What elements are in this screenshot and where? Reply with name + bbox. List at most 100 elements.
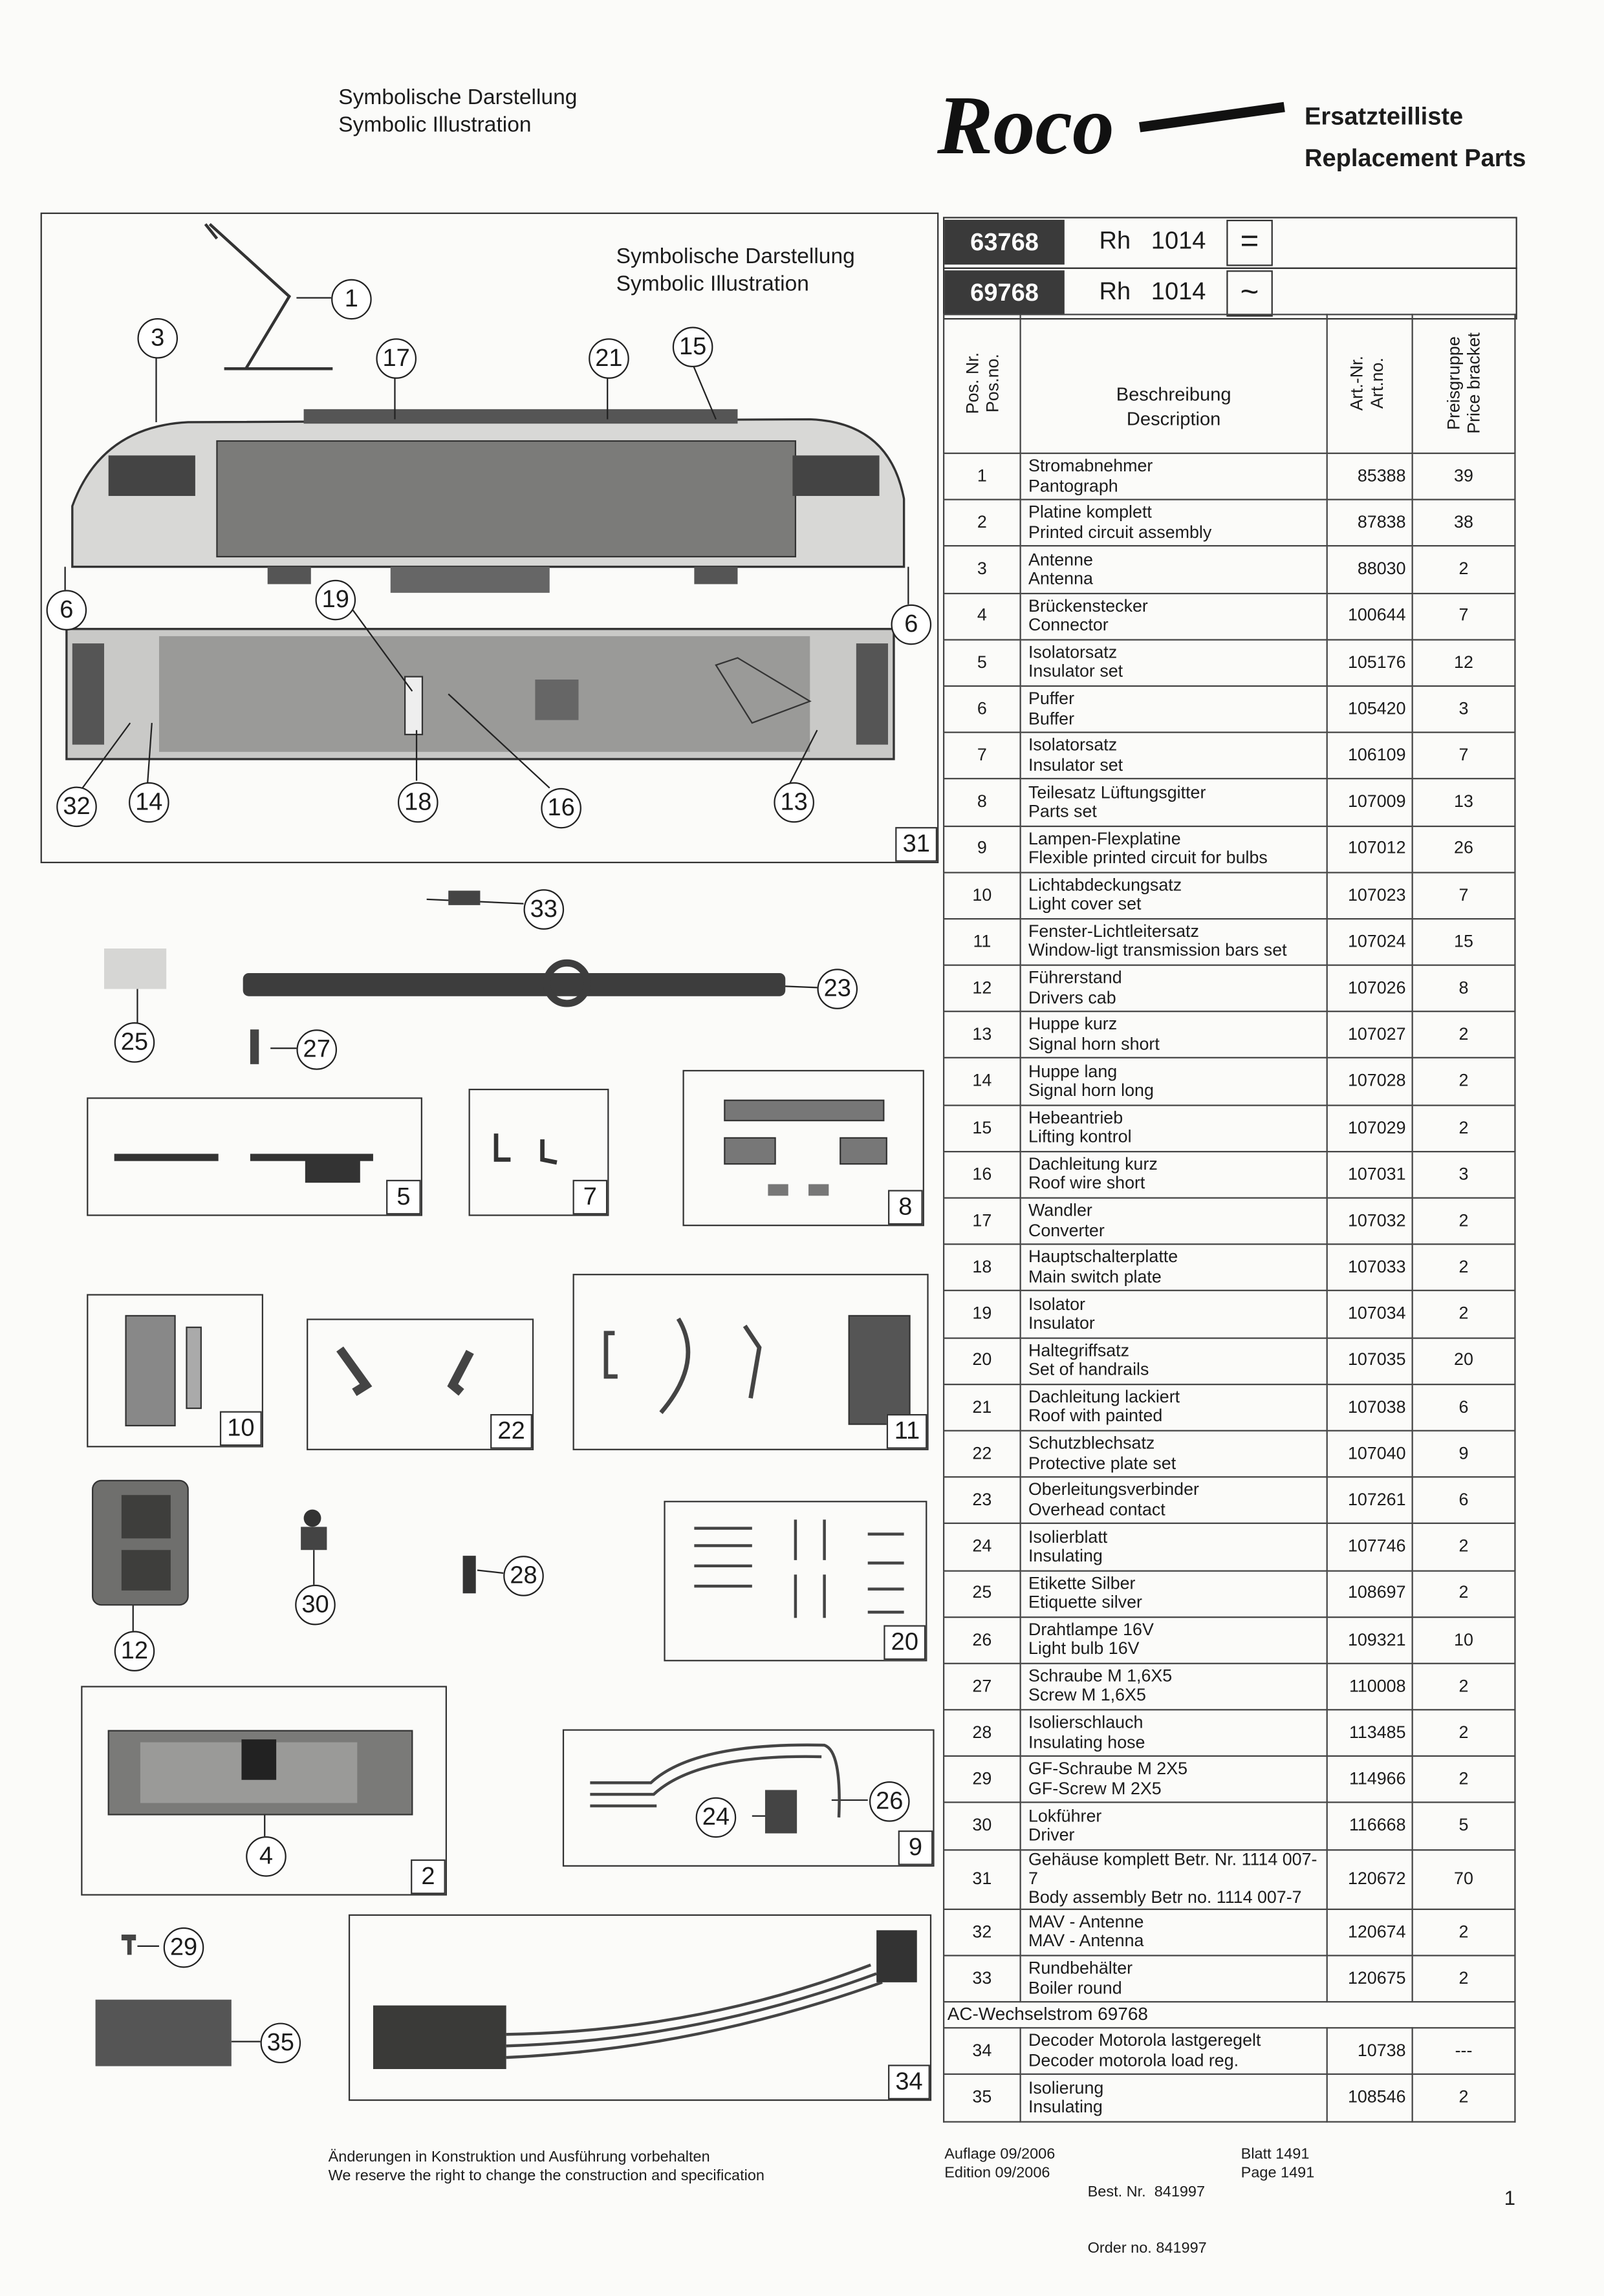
- part-description-de: Wandler: [1028, 1200, 1092, 1221]
- list-title-de: Ersatzteilliste: [1305, 102, 1464, 131]
- callout-30: 30: [295, 1584, 336, 1625]
- part-article-number: 100644: [1326, 592, 1413, 641]
- part-price-bracket: 7: [1411, 871, 1516, 919]
- part-article-number: 110008: [1326, 1662, 1413, 1711]
- list-title-en: Replacement Parts: [1305, 144, 1526, 173]
- part-price-bracket: 7: [1411, 592, 1516, 641]
- header-pos-en: Pos.no.: [982, 354, 1002, 413]
- figure-box-10: 10: [87, 1294, 263, 1448]
- part-pos: 26: [943, 1616, 1021, 1664]
- footer-page-de: Blatt 1491: [1241, 2145, 1310, 2163]
- part-article-number: 120675: [1326, 1955, 1413, 2003]
- part-description-en: Converter: [1028, 1219, 1105, 1240]
- part-pos: 20: [943, 1336, 1021, 1385]
- part-article-number: 106109: [1326, 731, 1413, 780]
- part-pos: 4: [943, 592, 1021, 641]
- part-article-number: 88030: [1326, 545, 1413, 594]
- part-price-bracket: 2: [1411, 1662, 1516, 1711]
- part-price-bracket: 2: [1411, 545, 1516, 594]
- part-description-en: Signal horn short: [1028, 1033, 1160, 1054]
- callout-16: 16: [541, 788, 581, 829]
- part-article-number: 120674: [1326, 1908, 1413, 1957]
- part-price-bracket: 8: [1411, 964, 1516, 1013]
- part-price-bracket: 6: [1411, 1383, 1516, 1432]
- flex-circuit-bulbs-icon: [590, 1743, 841, 1834]
- callout-18: 18: [397, 782, 439, 823]
- part-price-bracket: 70: [1411, 1849, 1516, 1910]
- light-cover-set-icon: [125, 1314, 202, 1427]
- part-pos: 32: [943, 1908, 1021, 1957]
- part-article-number: 107261: [1326, 1476, 1413, 1525]
- header-price-de: Preisgruppe: [1443, 336, 1464, 431]
- part-price-bracket: 2: [1411, 1104, 1516, 1152]
- part-description-de: Teilesatz Lüftungsgitter: [1028, 781, 1206, 802]
- part-description-de: Haltegriffsatz: [1028, 1340, 1130, 1360]
- callout-26: 26: [869, 1781, 910, 1822]
- part-description-de: Fenster-Lichtleitersatz: [1028, 921, 1199, 941]
- part-description-de: Oberleitungsverbinder: [1028, 1479, 1199, 1500]
- symbolic-label-de: Symbolische Darstellung: [338, 85, 578, 110]
- part-article-number: 107032: [1326, 1197, 1413, 1245]
- part-description-de: Brückenstecker: [1028, 595, 1148, 616]
- ac-section: AC-Wechselstrom 69768: [943, 2001, 1516, 2029]
- box-label-8: 8: [888, 1190, 923, 1225]
- insulator-set-7-icon: [493, 1133, 558, 1165]
- part-pos: 2: [943, 499, 1021, 548]
- part-price-bracket: 26: [1411, 824, 1516, 873]
- part-article-number: 107033: [1326, 1243, 1413, 1292]
- part-description-de: GF-Schraube M 2X5: [1028, 1759, 1188, 1779]
- box-label-11: 11: [887, 1414, 927, 1449]
- footer-note: Änderungen in Konstruktion und Ausführun…: [329, 2149, 764, 2186]
- callout-12: 12: [114, 1631, 155, 1672]
- part-price-bracket: 2: [1411, 2074, 1516, 2122]
- part-article-number: 10738: [1326, 2027, 1413, 2076]
- part-description-en: Set of handrails: [1028, 1359, 1149, 1380]
- part-description-de: Isolatorsatz: [1028, 641, 1118, 663]
- part-article-number: 107009: [1326, 778, 1413, 826]
- part-price-bracket: 2: [1411, 1243, 1516, 1292]
- part-price-bracket: 2: [1411, 1955, 1516, 2003]
- part-price-bracket: 2: [1411, 1011, 1516, 1059]
- callout-33: 33: [523, 889, 565, 930]
- part-pos: 14: [943, 1057, 1021, 1106]
- callout-19: 19: [315, 579, 356, 621]
- part-description-en: Insulator: [1028, 1313, 1095, 1333]
- callout-6-left: 6: [46, 590, 87, 630]
- box-label-7: 7: [572, 1179, 608, 1215]
- figure-box-34: 34: [348, 1914, 932, 2101]
- part-description-en: Screw M 1,6X5: [1028, 1685, 1146, 1706]
- part-description-de: Isolierblatt: [1028, 1526, 1108, 1547]
- part-description-de: Etikette Silber: [1028, 1572, 1136, 1593]
- designation-dc: Rh: [1099, 227, 1131, 255]
- part-description-de: MAV - Antenne: [1028, 1911, 1144, 1932]
- page-number: 1: [1504, 2186, 1516, 2209]
- part-description-de: Isolatorsatz: [1028, 735, 1118, 755]
- part-price-bracket: 38: [1411, 499, 1516, 548]
- part-article-number: 105420: [1326, 685, 1413, 734]
- part-description-de: Decoder Motorola lastgeregelt: [1028, 2030, 1261, 2051]
- part-price-bracket: 15: [1411, 917, 1516, 966]
- part-price-bracket: 2: [1411, 1057, 1516, 1106]
- figure-box-5: 5: [87, 1097, 422, 1216]
